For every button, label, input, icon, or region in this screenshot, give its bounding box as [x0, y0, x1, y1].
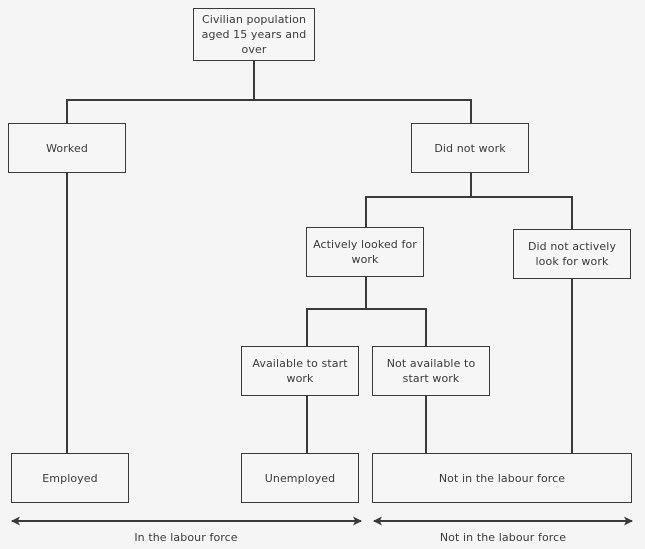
axis-label-not-in-labour-force: Not in the labour force: [374, 531, 632, 544]
axis-label-in-labour-force: In the labour force: [0, 531, 372, 544]
node-not-in-the-labour-force-label: Not in the labour force: [438, 471, 566, 485]
node-unemployed-label: Unemployed: [264, 471, 336, 485]
node-not-in-the-labour-force[interactable]: Not in the labour force: [372, 453, 632, 503]
node-did-not-work-label: Did not work: [434, 141, 506, 155]
connector-level3-bar: [306, 308, 427, 310]
node-did-not-actively-look-for-work-label: Did not actively look for work: [527, 240, 617, 268]
connector-to-worked: [66, 99, 68, 124]
node-did-not-work[interactable]: Did not work: [411, 123, 529, 173]
connector-population-down: [253, 61, 255, 100]
axis-label-not-in-labour-force-text: Not in the labour force: [439, 531, 567, 544]
connector-to-not-available: [425, 308, 427, 347]
node-worked-label: Worked: [46, 141, 88, 155]
connector-to-did-not-actively-look: [571, 196, 573, 230]
connector-did-not-look-to-nilf: [571, 279, 573, 454]
node-not-available-to-start-work-label: Not available to start work: [386, 357, 476, 385]
node-worked[interactable]: Worked: [8, 123, 126, 173]
node-actively-looked-for-work[interactable]: Actively looked for work: [306, 227, 424, 277]
connector-to-available: [306, 308, 308, 347]
connector-to-actively-looked: [365, 196, 367, 228]
connector-available-to-unemployed: [306, 396, 308, 454]
connector-did-not-work-down: [470, 172, 472, 197]
node-not-available-to-start-work[interactable]: Not available to start work: [372, 346, 490, 396]
node-did-not-actively-look-for-work[interactable]: Did not actively look for work: [513, 229, 631, 279]
node-unemployed[interactable]: Unemployed: [241, 453, 359, 503]
connector-to-did-not-work: [470, 99, 472, 124]
node-civilian-population[interactable]: Civilian population aged 15 years and ov…: [193, 8, 315, 61]
connector-not-available-to-nilf: [425, 396, 427, 454]
connector-worked-to-employed: [66, 172, 68, 454]
connector-level2-bar: [365, 196, 573, 198]
node-employed[interactable]: Employed: [11, 453, 129, 503]
node-employed-label: Employed: [42, 471, 98, 485]
node-available-to-start-work[interactable]: Available to start work: [241, 346, 359, 396]
axis-label-in-labour-force-text: In the labour force: [134, 531, 238, 544]
node-actively-looked-for-work-label: Actively looked for work: [313, 238, 417, 266]
connector-actively-looked-down: [365, 276, 367, 310]
node-civilian-population-label: Civilian population aged 15 years and ov…: [201, 13, 307, 56]
connector-level1-bar: [66, 99, 472, 101]
node-available-to-start-work-label: Available to start work: [252, 357, 348, 385]
